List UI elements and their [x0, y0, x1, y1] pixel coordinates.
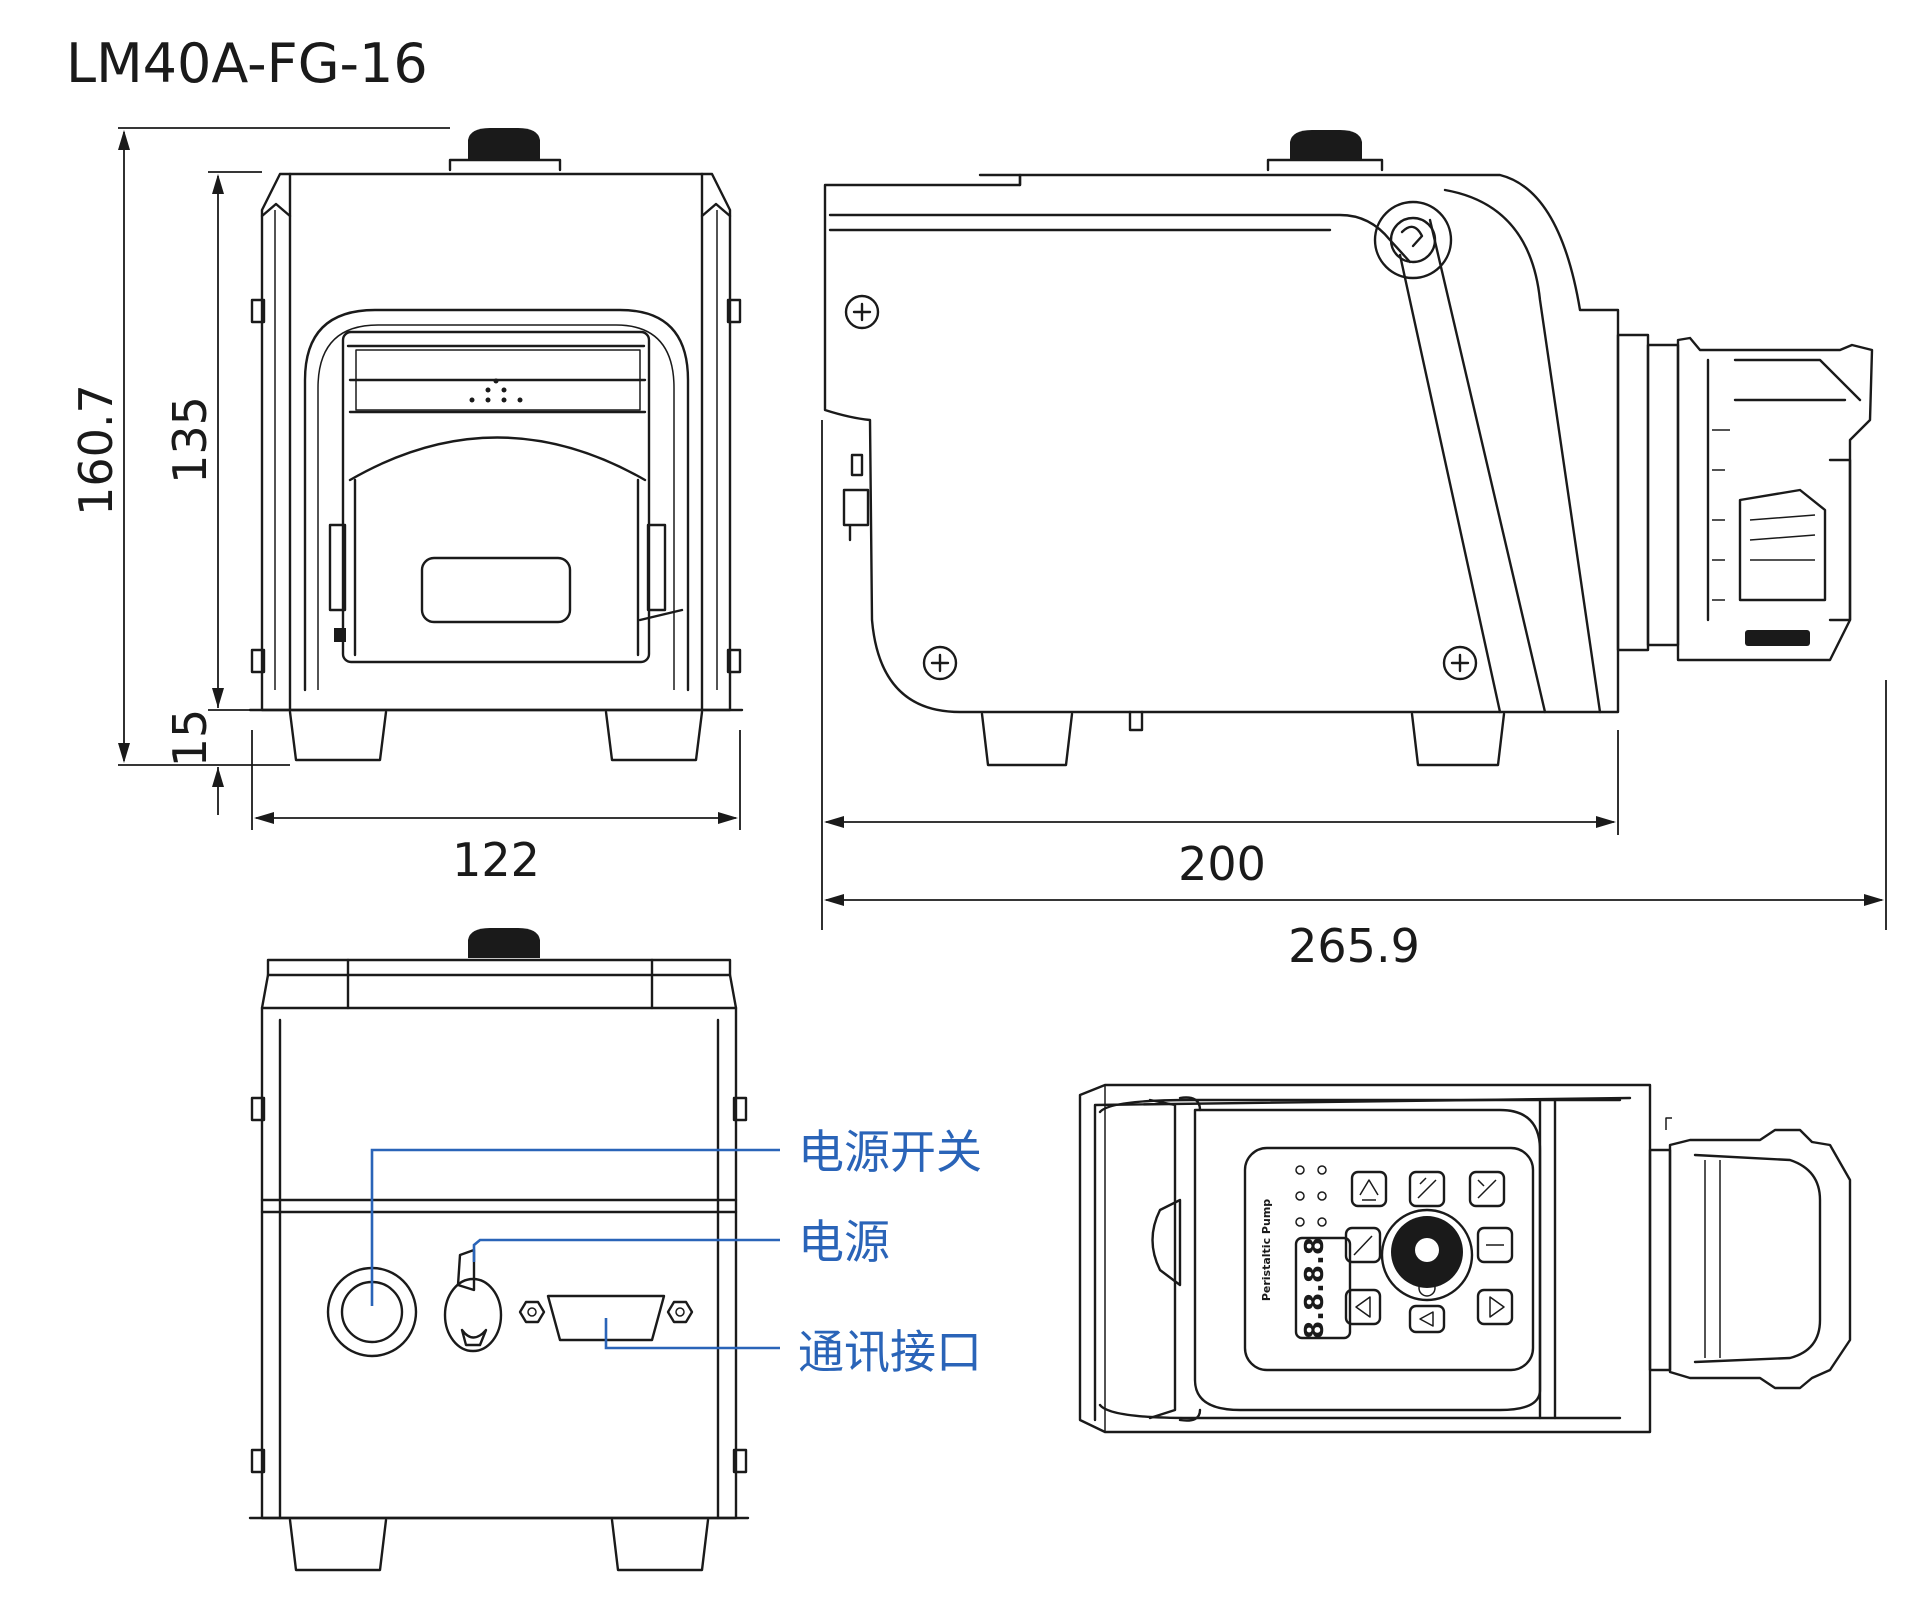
panel-button-left[interactable] [1344, 1288, 1382, 1326]
knob-icon [1290, 130, 1362, 160]
callout-leaders [370, 1148, 780, 1350]
vent-dots-icon [469, 378, 523, 403]
callout-power: 电源 [798, 1215, 890, 1269]
display [1294, 1236, 1352, 1340]
model-title: LM40A-FG-16 [66, 32, 428, 95]
screw-icon [1442, 645, 1478, 681]
top-view: 8.8.8.8 Peristaltic Pump [1078, 1083, 1852, 1434]
callout-power-switch: 电源开关 [798, 1125, 982, 1179]
panel-button-calibrate[interactable] [1344, 1226, 1382, 1264]
screw-icon [922, 645, 958, 681]
status-led-icon [1295, 1165, 1327, 1227]
side-dimensions: 200 265.9 [821, 420, 1887, 973]
screw-icon [844, 294, 880, 330]
dim-foot-height: 15 [163, 709, 217, 768]
panel-button-direction[interactable] [1408, 1170, 1446, 1208]
knob-icon [468, 128, 540, 160]
dim-body-length: 200 [1178, 837, 1266, 891]
dim-overall-height: 160.7 [69, 384, 123, 516]
head-window [420, 556, 572, 624]
rear-view [248, 928, 750, 1572]
dim-width: 122 [452, 833, 540, 887]
db9-port-icon [546, 1294, 666, 1342]
front-view [248, 128, 744, 762]
panel-button-down[interactable] [1408, 1304, 1446, 1334]
callout-comm-port: 通讯接口 [798, 1325, 982, 1379]
clamp-knob-icon [1745, 630, 1810, 646]
panel-brand: Peristaltic Pump [1260, 1199, 1273, 1301]
display-digits: 8.8.8.8 [1300, 1237, 1330, 1339]
hex-nut-icon [666, 1300, 694, 1324]
panel-button-mode[interactable] [1468, 1170, 1506, 1208]
front-dimensions: 160.7 135 15 122 [69, 127, 741, 887]
speed-knob-ring [1380, 1208, 1474, 1302]
panel-button-prime[interactable] [1350, 1170, 1388, 1208]
dim-overall-length: 265.9 [1288, 919, 1420, 973]
knob-icon [468, 928, 540, 958]
control-panel [1243, 1146, 1535, 1372]
side-view [823, 130, 1874, 767]
dim-body-height: 135 [163, 396, 217, 484]
panel-button-set[interactable] [1476, 1226, 1514, 1264]
panel-button-right[interactable] [1476, 1288, 1514, 1326]
hinge-icon [1389, 216, 1437, 264]
hex-nut-icon [518, 1300, 546, 1324]
